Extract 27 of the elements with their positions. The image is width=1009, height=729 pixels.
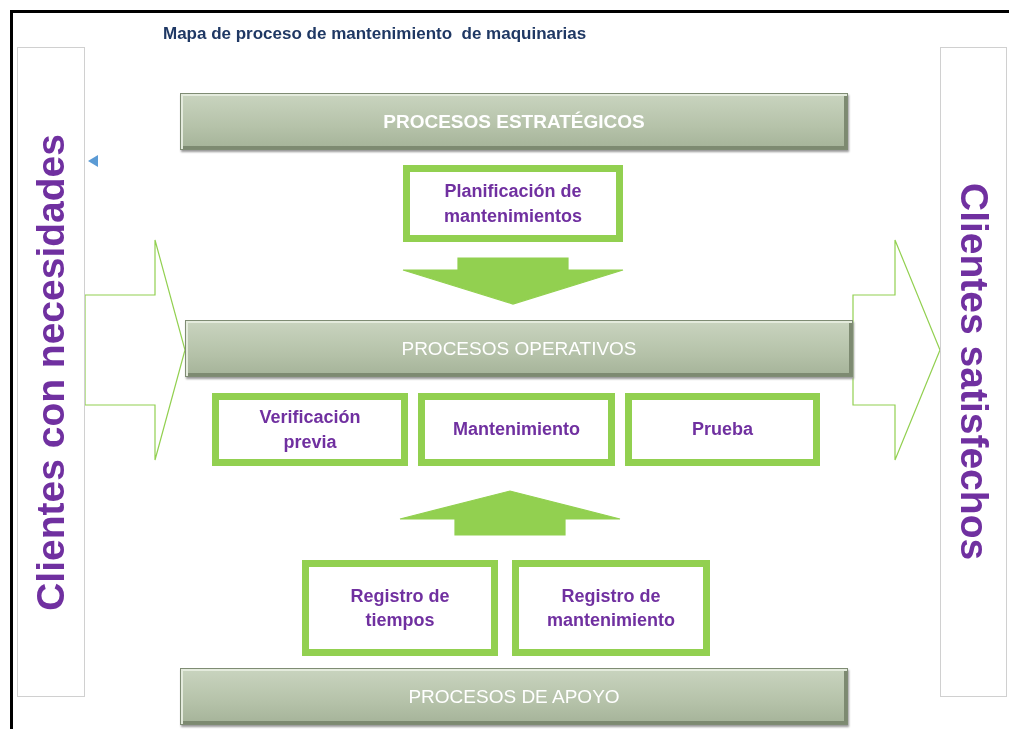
- band-label: PROCESOS DE APOYO: [408, 685, 620, 708]
- box-label: Planificación de mantenimientos: [443, 180, 583, 228]
- box-label: Mantenimiento: [453, 418, 580, 442]
- box-label: Verificación previa: [258, 406, 362, 454]
- block-arrow: [402, 257, 624, 305]
- box-label: Registro de tiempos: [349, 584, 451, 632]
- process-box: [302, 560, 498, 656]
- band-label: PROCESOS OPERATIVOS: [401, 337, 637, 360]
- process-box: [512, 560, 710, 656]
- process-box: [418, 393, 615, 466]
- diagram-title: Mapa de proceso de mantenimiento de maquinarias: [163, 24, 587, 44]
- panel-label: Clientes satisfechos: [951, 183, 996, 561]
- block-arrow: [852, 239, 941, 461]
- band-label: PROCESOS ESTRATÉGICOS: [383, 110, 645, 133]
- side-panel: [940, 47, 1007, 697]
- block-arrow: [84, 239, 186, 461]
- process-box: [625, 393, 820, 466]
- block-arrow: [399, 490, 621, 536]
- box-label: Prueba: [692, 418, 753, 442]
- panel-label: Clientes con necesidades: [29, 133, 73, 611]
- process-box: [212, 393, 408, 466]
- side-panel: [17, 47, 85, 697]
- box-label: Registro de mantenimiento: [546, 584, 676, 632]
- process-band: [180, 93, 848, 150]
- process-band: [180, 668, 848, 725]
- process-box: [403, 165, 623, 242]
- process-band: [185, 320, 853, 377]
